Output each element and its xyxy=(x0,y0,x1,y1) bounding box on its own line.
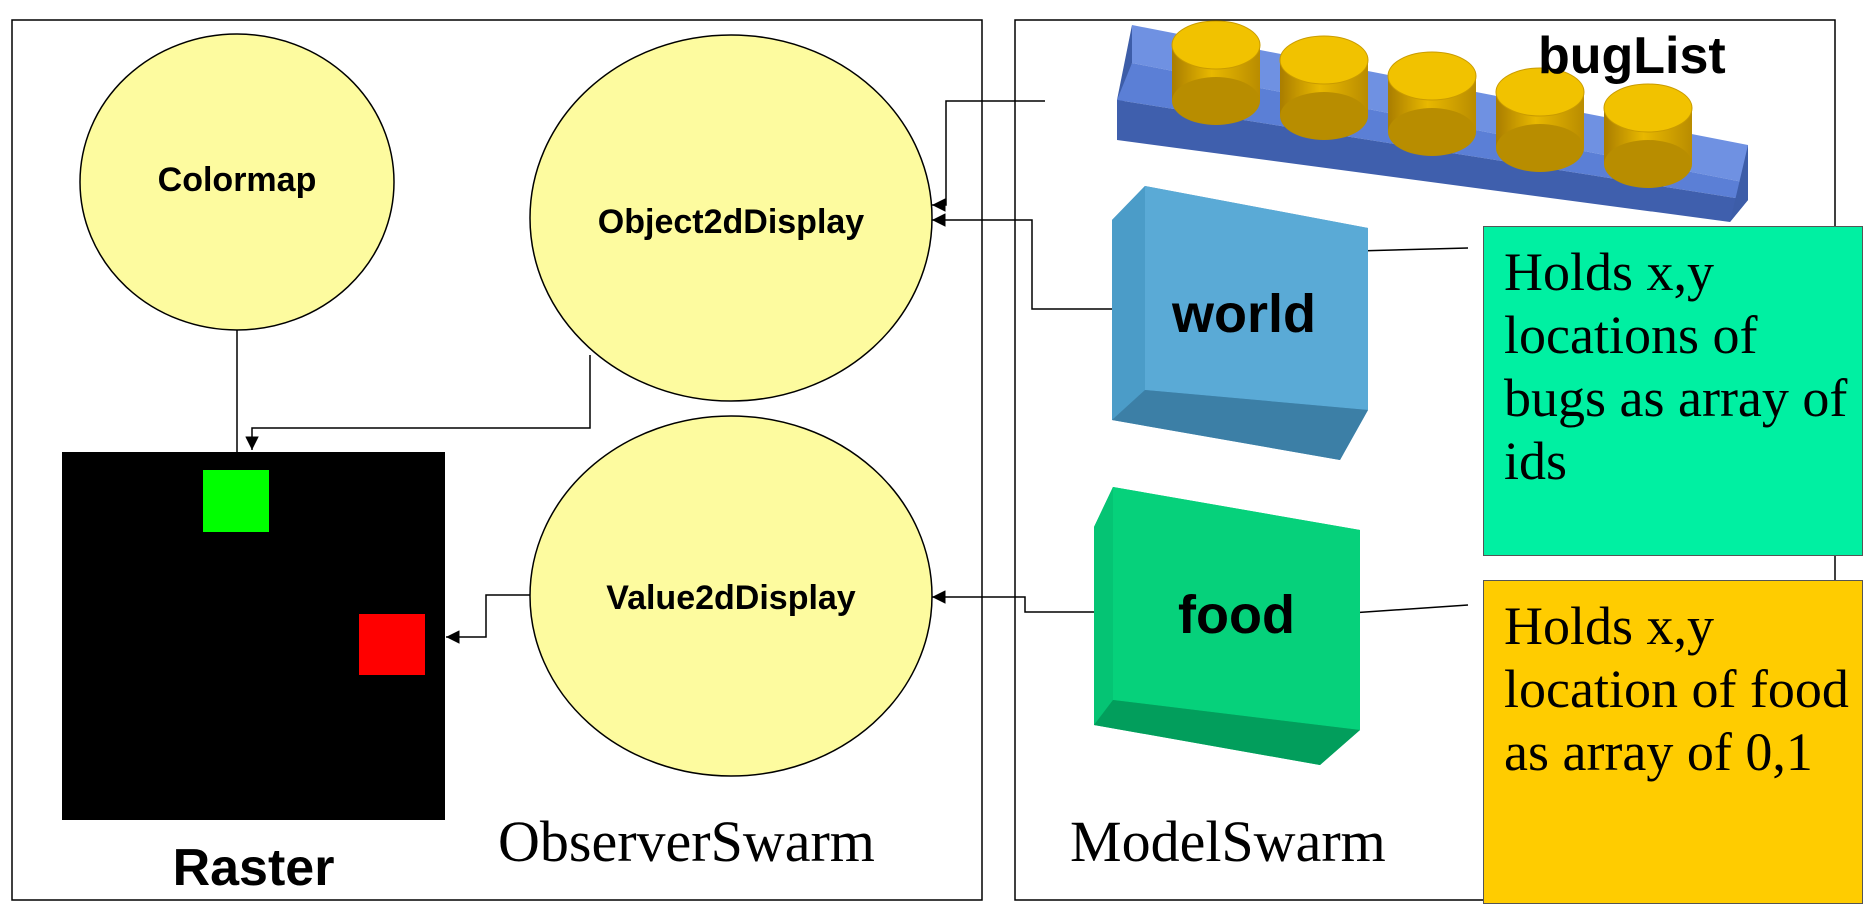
food-label: food xyxy=(1178,585,1295,645)
value2d-display-label: Value2dDisplay xyxy=(606,579,856,617)
model-swarm-label: ModelSwarm xyxy=(1070,809,1386,874)
colormap-label: Colormap xyxy=(157,161,317,199)
value2d-to-raster-connector xyxy=(446,594,530,644)
food-block xyxy=(1094,487,1360,765)
food-note: Holds x,y location of food as array of 0… xyxy=(1483,580,1863,904)
raster-red-cell xyxy=(359,614,425,675)
value2d-display-ellipse xyxy=(529,415,933,777)
world-note: Holds x,y locations of bugs as array of … xyxy=(1483,226,1863,556)
world-to-object2d-connector xyxy=(932,213,1125,310)
object2d-display-ellipse xyxy=(529,34,933,402)
food-to-value2d-connector xyxy=(932,590,1122,613)
raster-label: Raster xyxy=(172,839,335,897)
observer-swarm-label: ObserverSwarm xyxy=(498,809,875,874)
buglist-label: bugList xyxy=(1538,27,1726,85)
world-block xyxy=(1112,186,1368,460)
buglist-to-object2d-connector xyxy=(932,100,1045,212)
colormap-ellipse xyxy=(79,33,395,331)
bug-cylinders xyxy=(1171,20,1693,188)
raster-green-cell xyxy=(203,470,269,532)
world-label: world xyxy=(1172,284,1316,344)
object2d-to-raster-connector xyxy=(245,355,591,450)
object2d-display-label: Object2dDisplay xyxy=(597,203,865,241)
